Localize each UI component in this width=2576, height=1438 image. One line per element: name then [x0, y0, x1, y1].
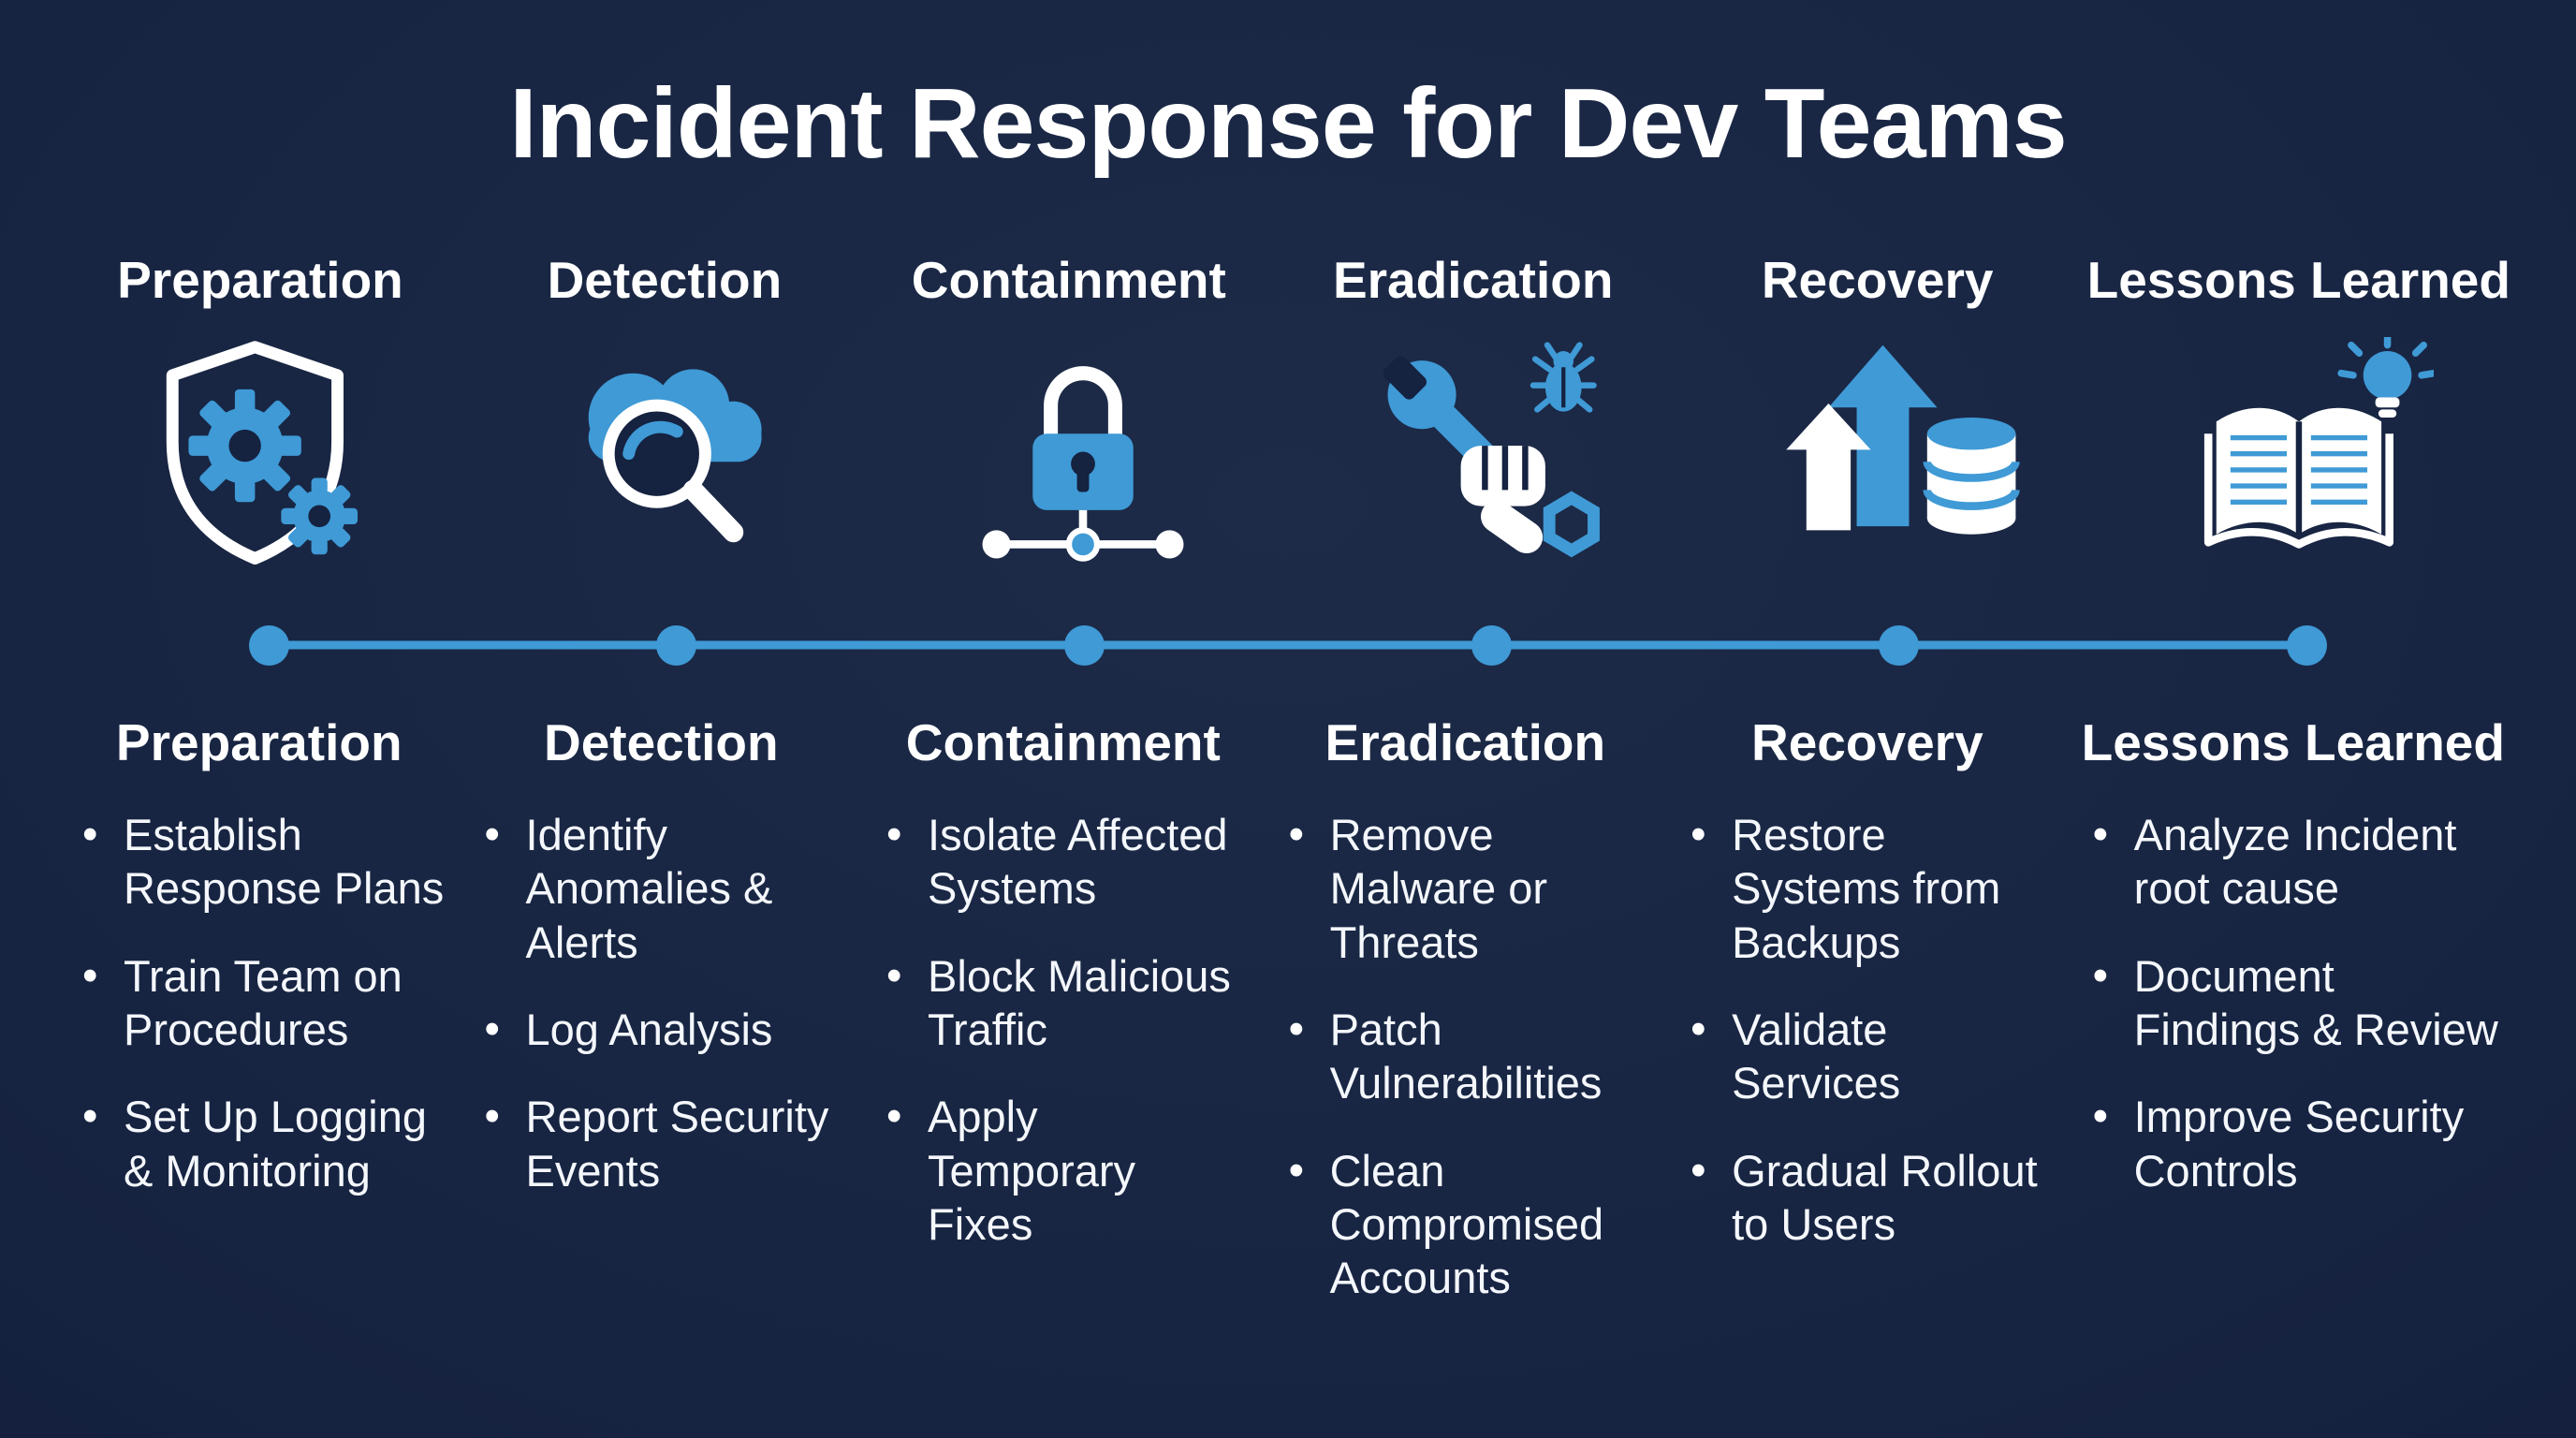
phase-detail-eradication: Eradication Remove Malware or Threats Pa… [1272, 712, 1660, 1339]
bullet-list-eradication: Remove Malware or Threats Patch Vulnerab… [1278, 807, 1654, 1305]
arrows-database-icon [1786, 345, 2020, 535]
phase-detail-recovery: Recovery Restore Systems from Backups Va… [1674, 712, 2061, 1339]
bullet-item: Report Security Events [483, 1089, 850, 1197]
icons-row [66, 310, 2510, 606]
phase-heading-recovery: Recovery [1761, 251, 1994, 309]
book-lightbulb-icon [2203, 337, 2434, 549]
bullet-list-lessons-learned: Analyze Incident root cause Document Fin… [2082, 807, 2505, 1197]
timeline-dot-lessons-learned [2286, 624, 2327, 666]
bullet-list-detection: Identify Anomalies & Alerts Log Analysis… [474, 807, 850, 1197]
bullet-list-containment: Isolate Affected Systems Block Malicious… [875, 807, 1251, 1251]
timeline-line [269, 640, 2307, 650]
bullet-item: Analyze Incident root cause [2091, 807, 2505, 916]
timeline-dot-detection [656, 624, 697, 666]
phase-detail-lessons-learned: Lessons Learned Analyze Incident root ca… [2076, 712, 2510, 1339]
bullet-item: Validate Services [1689, 1002, 2056, 1110]
detail-heading-lessons-learned: Lessons Learned [2081, 713, 2505, 771]
bullet-item: Document Findings & Review [2091, 948, 2505, 1057]
icon-cell-preparation [66, 310, 461, 606]
bullet-item: Log Analysis [483, 1002, 850, 1056]
timeline [66, 609, 2510, 681]
phase-heading-lessons-learned: Lessons Learned [2086, 251, 2510, 309]
phase-heading-preparation: Preparation [117, 251, 403, 309]
detail-heading-eradication: Eradication [1325, 713, 1606, 771]
padlock-network-icon [982, 366, 1184, 562]
detail-heading-containment: Containment [905, 713, 1221, 771]
bullet-item: Gradual Rollout to Users [1689, 1143, 2056, 1252]
wrench-bug-icon [1383, 342, 1600, 558]
bullet-item: Set Up Logging & Monitoring [80, 1089, 447, 1197]
bullet-item: Isolate Affected Systems [885, 807, 1251, 916]
bullet-item: Block Malicious Traffic [885, 948, 1251, 1057]
detail-heading-detection: Detection [543, 713, 779, 771]
detail-heading-preparation: Preparation [115, 713, 402, 771]
phase-heading-eradication: Eradication [1332, 251, 1614, 309]
icon-cell-recovery [1705, 310, 2100, 606]
page-title: Incident Response for Dev Teams [509, 68, 2068, 179]
detail-heading-recovery: Recovery [1751, 713, 1983, 771]
phase-detail-detection: Detection Identify Anomalies & Alerts Lo… [468, 712, 856, 1339]
bullet-list-preparation: Establish Response Plans Train Team on P… [71, 807, 447, 1197]
bullet-item: Train Team on Procedures [80, 948, 447, 1057]
icon-cell-lessons-learned [2115, 310, 2510, 606]
details-row: Preparation Establish Response Plans Tra… [66, 712, 2510, 1339]
bullet-item: Improve Security Controls [2091, 1089, 2505, 1197]
timeline-dot-containment [1063, 624, 1105, 666]
bullet-item: Apply Temporary Fixes [885, 1089, 1251, 1251]
phase-heading-detection: Detection [547, 251, 783, 309]
bullet-item: Establish Response Plans [80, 807, 447, 916]
phase-detail-preparation: Preparation Establish Response Plans Tra… [66, 712, 453, 1339]
bullet-item: Clean Compromised Accounts [1287, 1143, 1654, 1305]
shield-gears-icon [166, 341, 359, 565]
timeline-dot-recovery [1879, 624, 1920, 666]
icon-cell-eradication [1295, 310, 1690, 606]
bullet-list-recovery: Restore Systems from Backups Validate Se… [1679, 807, 2056, 1252]
timeline-dot-eradication [1471, 624, 1513, 666]
icon-cell-detection [476, 310, 871, 606]
bullet-item: Patch Vulnerabilities [1287, 1002, 1654, 1110]
cloud-search-icon [588, 369, 762, 543]
phase-detail-containment: Containment Isolate Affected Systems Blo… [870, 712, 1257, 1339]
bullet-item: Restore Systems from Backups [1689, 807, 2056, 969]
icon-cell-containment [886, 310, 1281, 606]
bullet-item: Identify Anomalies & Alerts [483, 807, 850, 969]
bullet-item: Remove Malware or Threats [1287, 807, 1654, 969]
phase-heading-containment: Containment [911, 251, 1226, 309]
top-headings-row: Preparation Detection Containment Eradic… [66, 250, 2510, 310]
timeline-dot-preparation [249, 624, 290, 666]
